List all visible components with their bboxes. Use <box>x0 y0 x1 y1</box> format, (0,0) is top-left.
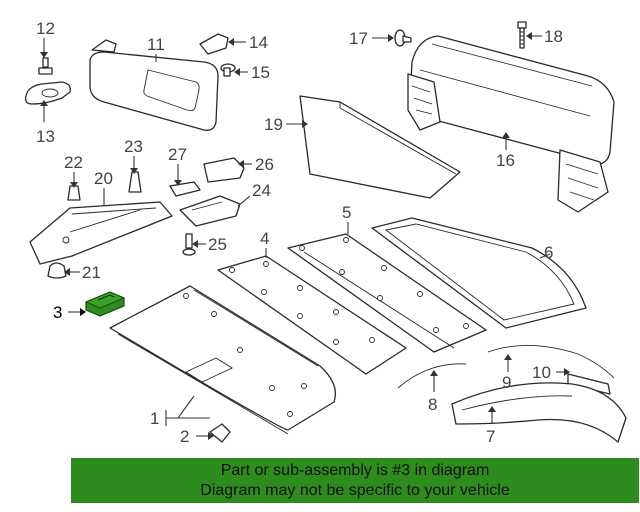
callout-2: 2 <box>180 427 189 446</box>
part-24-hinge <box>179 195 241 227</box>
part-1-headliner <box>109 285 337 435</box>
callout-labels: 12 13 11 14 15 17 18 19 16 22 23 20 21 2… <box>36 19 563 446</box>
callout-15: 15 <box>251 63 270 82</box>
part-2-clip <box>209 423 231 443</box>
callout-13: 13 <box>36 127 55 146</box>
part-16-frame-assembly <box>407 35 615 213</box>
part-7-side-trim <box>451 382 627 443</box>
part-5-roof-panel <box>287 233 487 353</box>
part-21-grommet <box>47 262 67 279</box>
callout-27: 27 <box>168 145 187 164</box>
callout-7: 7 <box>486 427 495 446</box>
callout-19: 19 <box>264 115 283 134</box>
part-12-screw <box>38 57 53 75</box>
part-3-highlighted <box>84 291 126 317</box>
callout-26: 26 <box>255 155 274 174</box>
part-27-bracket <box>169 181 201 197</box>
callout-20: 20 <box>94 169 113 188</box>
part-19-panel <box>299 95 461 199</box>
part-11-sun-visor <box>89 39 219 131</box>
callout-21: 21 <box>82 263 101 282</box>
callout-14: 14 <box>249 33 268 52</box>
callout-25: 25 <box>208 235 227 254</box>
parts-diagram: 12 13 11 14 15 17 18 19 16 22 23 20 21 2… <box>24 19 627 446</box>
part-6-rear-window <box>371 217 587 329</box>
callout-4: 4 <box>260 229 269 248</box>
banner-line-part: Part or sub-assembly is #3 in diagram <box>220 462 490 479</box>
part-15-bolt <box>220 63 236 77</box>
callout-11: 11 <box>147 35 165 54</box>
callout-3: 3 <box>53 303 62 322</box>
part-4-roof-panel <box>217 255 407 375</box>
callout-22: 22 <box>64 153 83 172</box>
part-10-trim <box>567 373 611 395</box>
callout-12: 12 <box>36 19 55 38</box>
callout-24: 24 <box>252 181 271 200</box>
callout-8: 8 <box>428 395 437 414</box>
callout-9: 9 <box>502 373 511 392</box>
callout-23: 23 <box>124 137 143 156</box>
callout-1: 1 <box>150 409 159 428</box>
callout-16: 16 <box>496 151 515 170</box>
callout-6: 6 <box>544 243 553 262</box>
part-8-seal <box>397 363 467 389</box>
leader-lines <box>40 32 570 440</box>
part-14-clip <box>199 33 229 55</box>
part-26-bracket <box>203 157 245 183</box>
callout-5: 5 <box>342 203 351 222</box>
part-20-trim-panel <box>29 201 173 265</box>
callout-17: 17 <box>349 29 368 48</box>
callout-10: 10 <box>532 363 551 382</box>
part-22-clip <box>67 185 81 201</box>
part-23-bolt <box>128 171 142 193</box>
part-25-bolt <box>182 233 196 256</box>
part-18-bolt <box>517 21 527 49</box>
info-banner: Part or sub-assembly is #3 in diagram Di… <box>71 458 639 503</box>
part-17-push-pin <box>394 29 412 47</box>
part-9-seal <box>487 345 615 379</box>
banner-line-disclaimer: Diagram may not be specific to your vehi… <box>200 482 510 499</box>
part-13-visor-clip <box>24 81 71 105</box>
callout-18: 18 <box>544 27 563 46</box>
